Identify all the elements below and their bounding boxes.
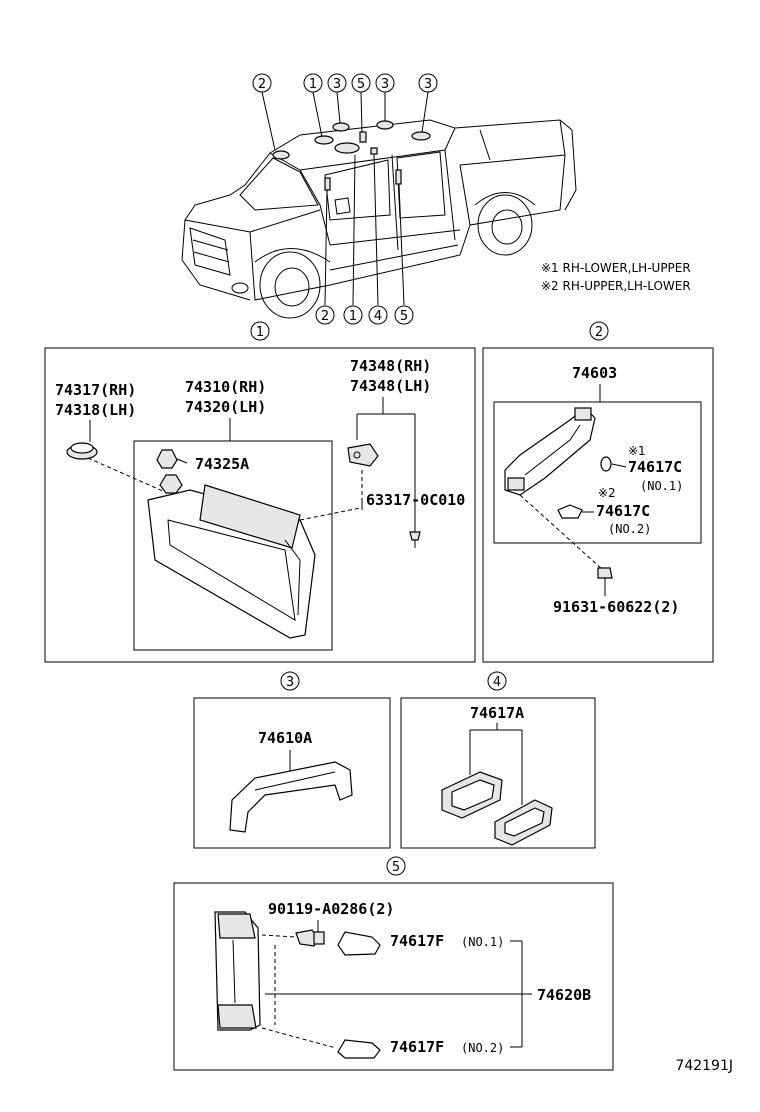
section-marker: 2 [595, 325, 603, 340]
callout-label: 3 [381, 77, 389, 92]
callout-circle [252, 73, 272, 93]
section-frame [400, 697, 596, 849]
part-number: 74610A [258, 729, 312, 747]
part-number: 74317(RH) [55, 381, 136, 399]
part-number: 74310(RH) [185, 378, 266, 396]
part-note: (NO.1) [461, 935, 504, 949]
section-marker: 1 [256, 325, 264, 340]
part-number: 74318(LH) [55, 401, 136, 419]
callout-label: 1 [309, 77, 317, 92]
callout-label: 4 [374, 309, 382, 324]
part-number: 90119-A0286(2) [268, 900, 394, 918]
callout-label: 3 [424, 77, 432, 92]
callout-label: 5 [400, 309, 408, 324]
part-note: (NO.2) [608, 522, 651, 536]
part-number: 74617F [390, 1038, 444, 1056]
section-5: 5 90119-A0286(2) 74617F (NO.1) 74620B 74… [173, 856, 614, 1071]
part-number: 74603 [572, 364, 617, 382]
part-number: 74348(RH) [350, 357, 431, 375]
note-2: ※2 RH-UPPER,LH-LOWER [541, 279, 691, 293]
section-3: 3 74610A [193, 671, 391, 849]
part-number: 74320(LH) [185, 398, 266, 416]
section-frame [44, 347, 476, 663]
section-frame [193, 697, 391, 849]
part-note: (NO.2) [461, 1041, 504, 1055]
part-number: 74617A [470, 704, 524, 722]
part-number: 74620B [537, 986, 591, 1004]
handle-subframe [493, 401, 702, 544]
part-number: 91631-60622(2) [553, 598, 679, 616]
part-number: 74325A [195, 455, 249, 473]
callouts-bottom: 2 1 4 5 [315, 305, 414, 325]
section-1: 1 74317(RH) 74318(LH) 74310(RH) 74320(LH… [44, 321, 476, 663]
callout-label: 2 [321, 309, 329, 324]
part-number: 63317-0C010 [366, 491, 465, 509]
visor-subframe [133, 440, 333, 651]
part-number: 74617C [628, 458, 682, 476]
callout-label: 1 [349, 309, 357, 324]
figure-reference: 742191J [675, 1058, 733, 1074]
section-frame [173, 882, 614, 1071]
section-marker: 4 [493, 675, 501, 690]
callout-label: 5 [357, 77, 365, 92]
section-marker: 5 [392, 860, 400, 875]
part-number: 74348(LH) [350, 377, 431, 395]
section-4: 4 74617A [400, 671, 596, 849]
part-number: 74617C [596, 502, 650, 520]
section-marker: 3 [286, 675, 294, 690]
callouts-top: 2 1 3 5 3 3 [252, 73, 438, 93]
part-number: 74617F [390, 932, 444, 950]
section-frame [482, 347, 714, 663]
truck-illustration [181, 91, 577, 319]
part-note: (NO.1) [640, 479, 683, 493]
note-mark: ※1 [628, 444, 646, 458]
note-mark: ※2 [598, 486, 616, 500]
callout-label: 2 [258, 77, 266, 92]
callout-label: 3 [333, 77, 341, 92]
note-1: ※1 RH-LOWER,LH-UPPER [541, 261, 691, 275]
section-2: 2 74603 ※1 74617C (NO.1) ※2 74617C (NO.2… [482, 321, 714, 663]
